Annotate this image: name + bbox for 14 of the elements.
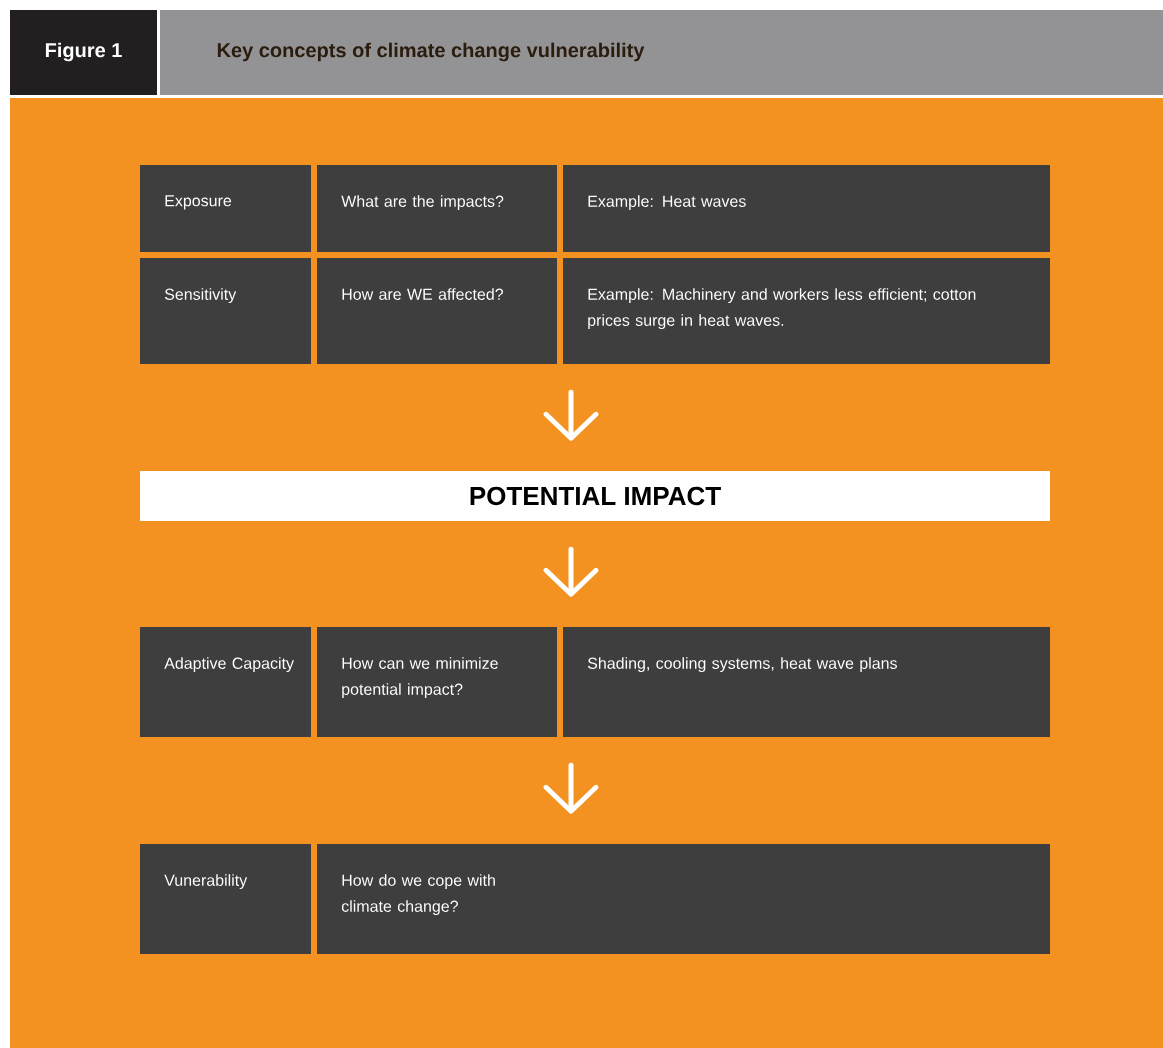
table-cell: Adaptive Capacity — [140, 627, 311, 737]
table-cell: What are the impacts? — [317, 165, 557, 252]
heading-band: POTENTIAL IMPACT — [140, 471, 1050, 521]
table-cell: How do we cope with climate change? — [317, 844, 1050, 954]
title-banner: Key concepts of climate change vulnerability — [160, 10, 1163, 95]
table-cell: Example: Machinery and workers less efficient; cotton prices surge in heat waves. — [563, 258, 1050, 364]
table-cell: How are WE affected? — [317, 258, 557, 364]
table-cell: Sensitivity — [140, 258, 311, 364]
table-cell: Example: Heat waves — [563, 165, 1050, 252]
table-cell: Shading, cooling systems, heat wave plans — [563, 627, 1050, 737]
figure-tag: Figure 1 — [10, 10, 157, 95]
table-cell: Exposure — [140, 165, 311, 252]
table-cell: How can we minimize potential impact? — [317, 627, 557, 737]
table-cell: Vunerability — [140, 844, 311, 954]
